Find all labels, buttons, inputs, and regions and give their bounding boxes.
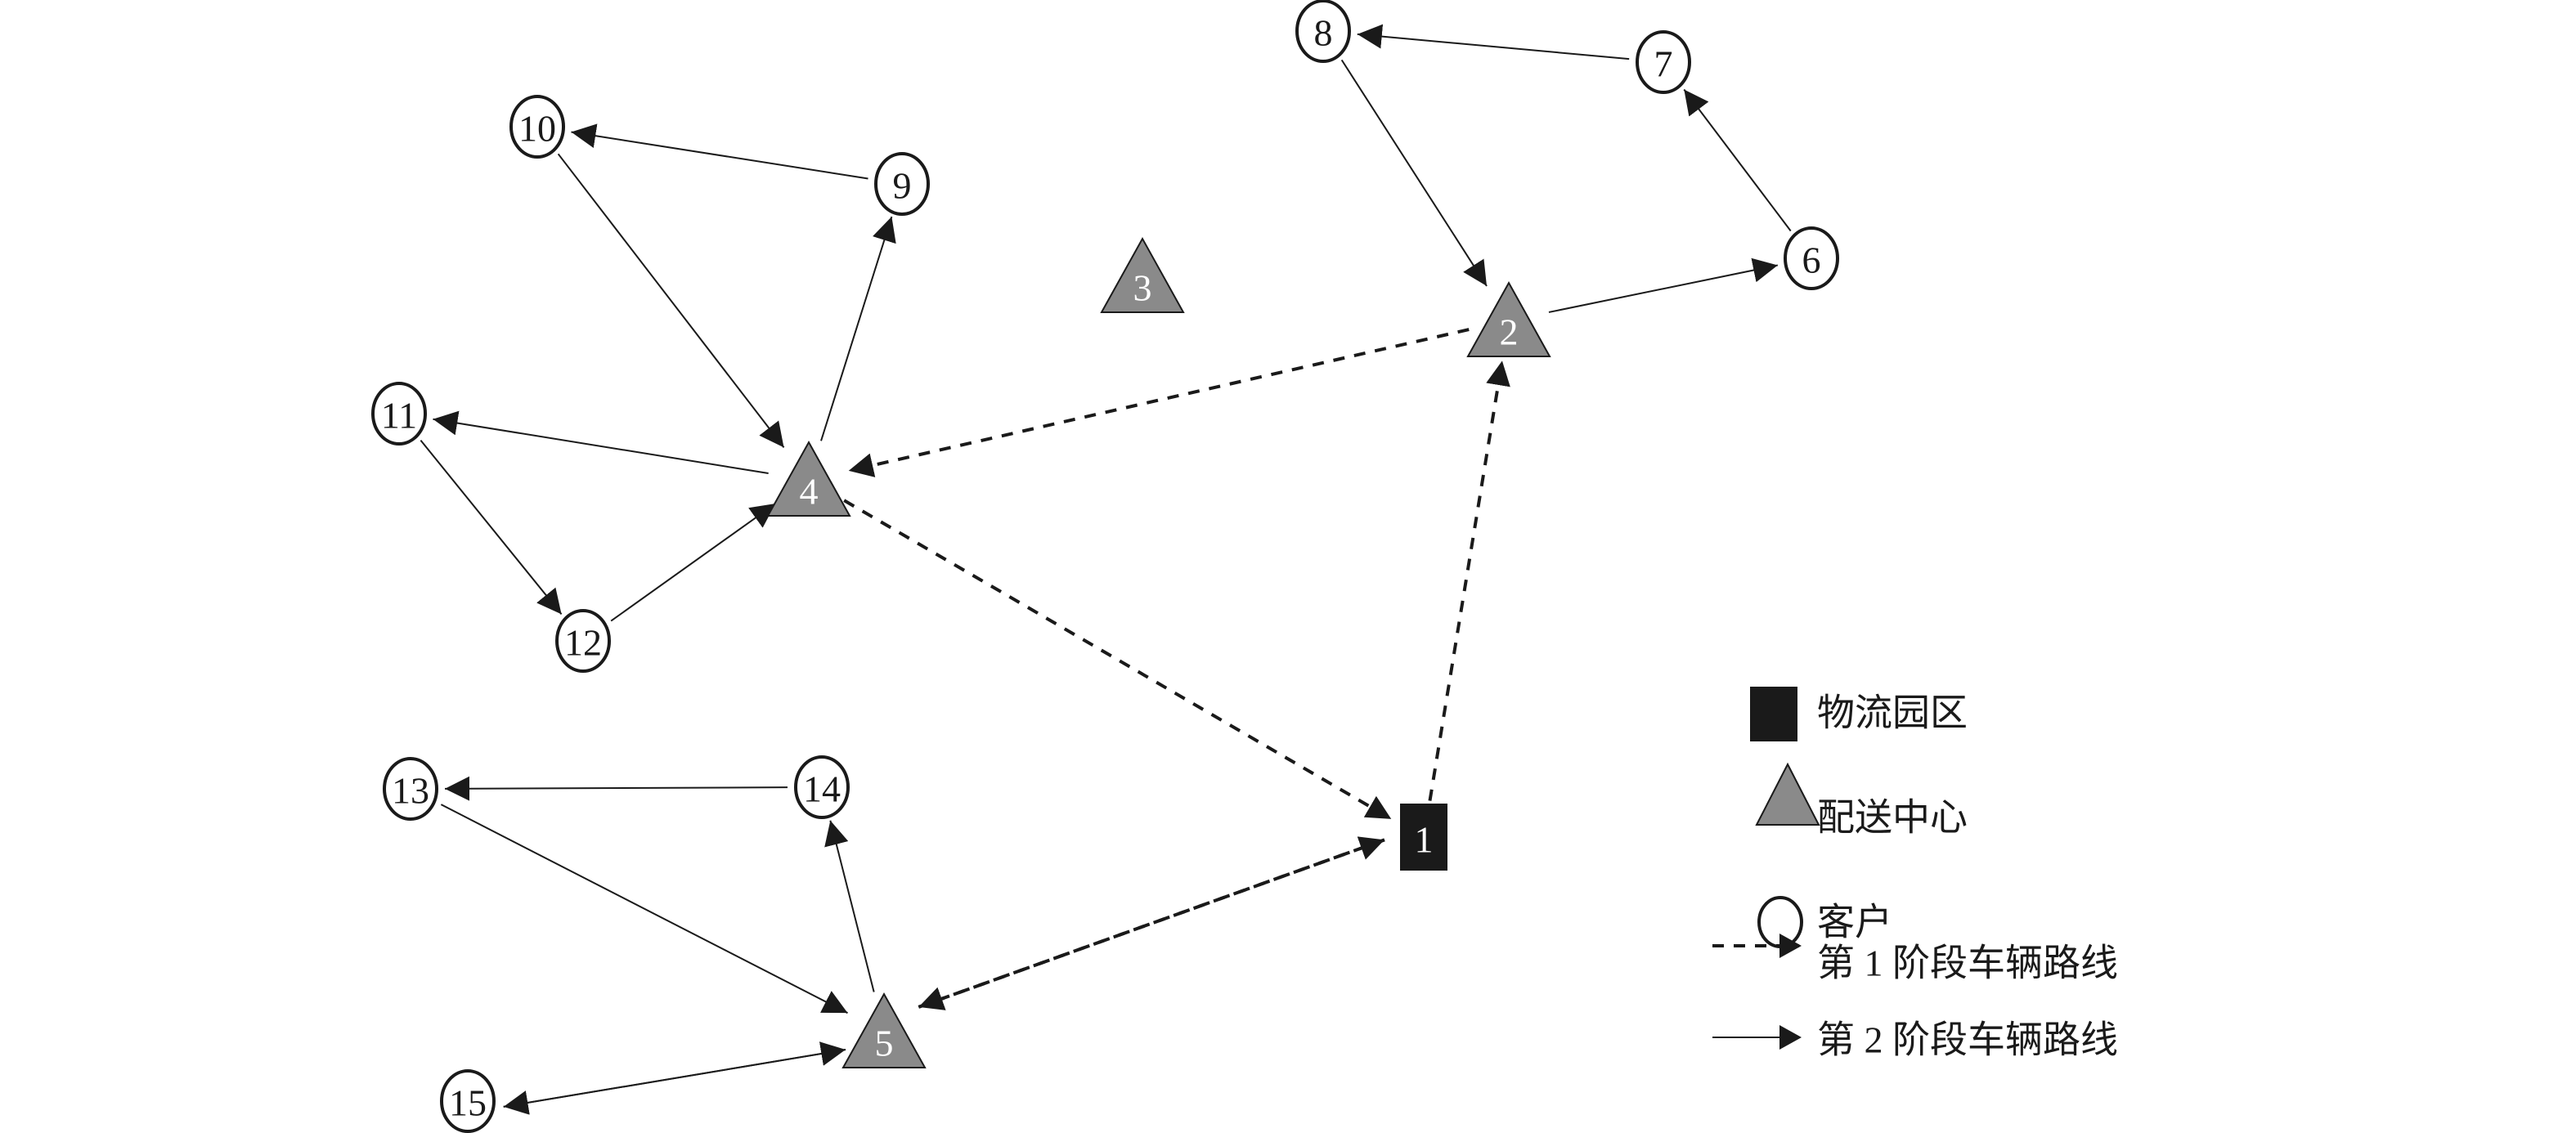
node-customer-6: 6 (1784, 226, 1839, 290)
legend-item-stage1: 第 1 阶段车辆路线 (1712, 934, 2118, 984)
node-label: 8 (1314, 12, 1333, 54)
node-center-2: 2 (1466, 280, 1551, 357)
node-label: 15 (449, 1082, 487, 1124)
legend-square-icon (1750, 687, 1797, 741)
node-label: 4 (800, 471, 819, 513)
node-center-5: 5 (841, 992, 927, 1068)
edge-stage2-13-to-5 (440, 804, 848, 1014)
node-label: 2 (1500, 311, 1519, 353)
legend-label: 第 2 阶段车辆路线 (1817, 1019, 2118, 1061)
edge-stage2-9-to-10 (571, 123, 868, 180)
edge-stage2-14-to-13 (444, 776, 788, 801)
node-customer-13: 13 (383, 757, 438, 821)
edge-stage2-8-to-2 (1340, 59, 1488, 287)
node-customer-11: 11 (371, 382, 427, 446)
edge-stage2-4-to-11 (433, 410, 769, 475)
edge-stage1-1-to-2 (1428, 360, 1510, 801)
customer-circle-icon (1784, 226, 1839, 290)
customer-circle-icon (383, 757, 438, 821)
node-customer-9: 9 (874, 152, 930, 216)
legend-item-stage2: 第 2 阶段车辆路线 (1712, 1019, 2118, 1061)
node-customer-10: 10 (509, 95, 565, 159)
edge-stage1-2-to-4 (848, 328, 1470, 477)
legend-arrowhead-icon (1779, 934, 1802, 958)
node-label: 1 (1415, 819, 1434, 861)
node-label: 14 (803, 768, 841, 810)
node-label: 5 (875, 1023, 894, 1064)
legend: 物流园区 配送中心 客户 第 1 阶段车辆路线 第 2 阶段车辆路线 (1712, 687, 2118, 1061)
park-square-icon (1400, 804, 1447, 871)
edge-stage1-1-to-5 (918, 838, 1385, 1010)
node-center-4: 4 (766, 440, 851, 517)
edge-stage2-11-to-12 (420, 440, 563, 615)
edge-stage2-12-to-4 (610, 503, 776, 622)
edge-stage2-7-to-8 (1357, 24, 1630, 60)
node-label: 13 (392, 770, 429, 812)
center-triangle-icon (1100, 236, 1185, 313)
customer-circle-icon (555, 609, 611, 673)
node-customer-12: 12 (555, 609, 611, 673)
edges-layer (420, 24, 1792, 1115)
legend-arrowhead-icon (1779, 1025, 1802, 1050)
node-customer-8: 8 (1295, 0, 1351, 63)
edge-stage2-15-to-5 (503, 1041, 846, 1108)
legend-label: 物流园区 (1817, 692, 1968, 734)
center-triangle-icon (766, 440, 851, 517)
legend-item-center: 配送中心 (1755, 762, 1968, 839)
node-park-1: 1 (1400, 804, 1447, 871)
customer-circle-icon (440, 1069, 496, 1133)
customer-circle-icon (509, 95, 565, 159)
node-customer-15: 15 (440, 1069, 496, 1133)
legend-item-customer: 客户 (1757, 896, 1892, 948)
node-label: 7 (1654, 43, 1673, 85)
node-label: 3 (1133, 267, 1152, 309)
node-label: 9 (893, 165, 912, 207)
legend-triangle-icon (1755, 762, 1820, 826)
edge-stage2-5-to-14 (824, 820, 875, 992)
node-label: 11 (381, 395, 417, 437)
node-label: 12 (564, 622, 602, 664)
customer-circle-icon (874, 152, 930, 216)
customer-circle-icon (1636, 30, 1691, 94)
node-label: 10 (518, 108, 556, 150)
center-triangle-icon (841, 992, 927, 1068)
edge-stage1-4-to-1 (843, 499, 1393, 821)
customer-circle-icon (1295, 0, 1351, 63)
node-center-3: 3 (1100, 236, 1185, 313)
legend-label: 客户 (1817, 902, 1892, 943)
edge-stage1-5-to-1 (918, 836, 1385, 1009)
customer-circle-icon (794, 755, 850, 819)
edge-stage2-4-to-9 (820, 216, 896, 441)
customer-circle-icon (371, 382, 427, 446)
legend-label: 配送中心 (1817, 797, 1968, 839)
node-customer-14: 14 (794, 755, 850, 819)
center-triangle-icon (1466, 280, 1551, 357)
legend-item-park: 物流园区 (1750, 687, 1968, 741)
edge-stage2-6-to-7 (1683, 88, 1792, 232)
legend-label: 第 1 阶段车辆路线 (1817, 943, 2118, 984)
edge-stage2-10-to-4 (557, 153, 785, 448)
node-label: 6 (1802, 240, 1821, 281)
node-customer-7: 7 (1636, 30, 1691, 94)
edge-stage2-2-to-6 (1548, 258, 1779, 313)
